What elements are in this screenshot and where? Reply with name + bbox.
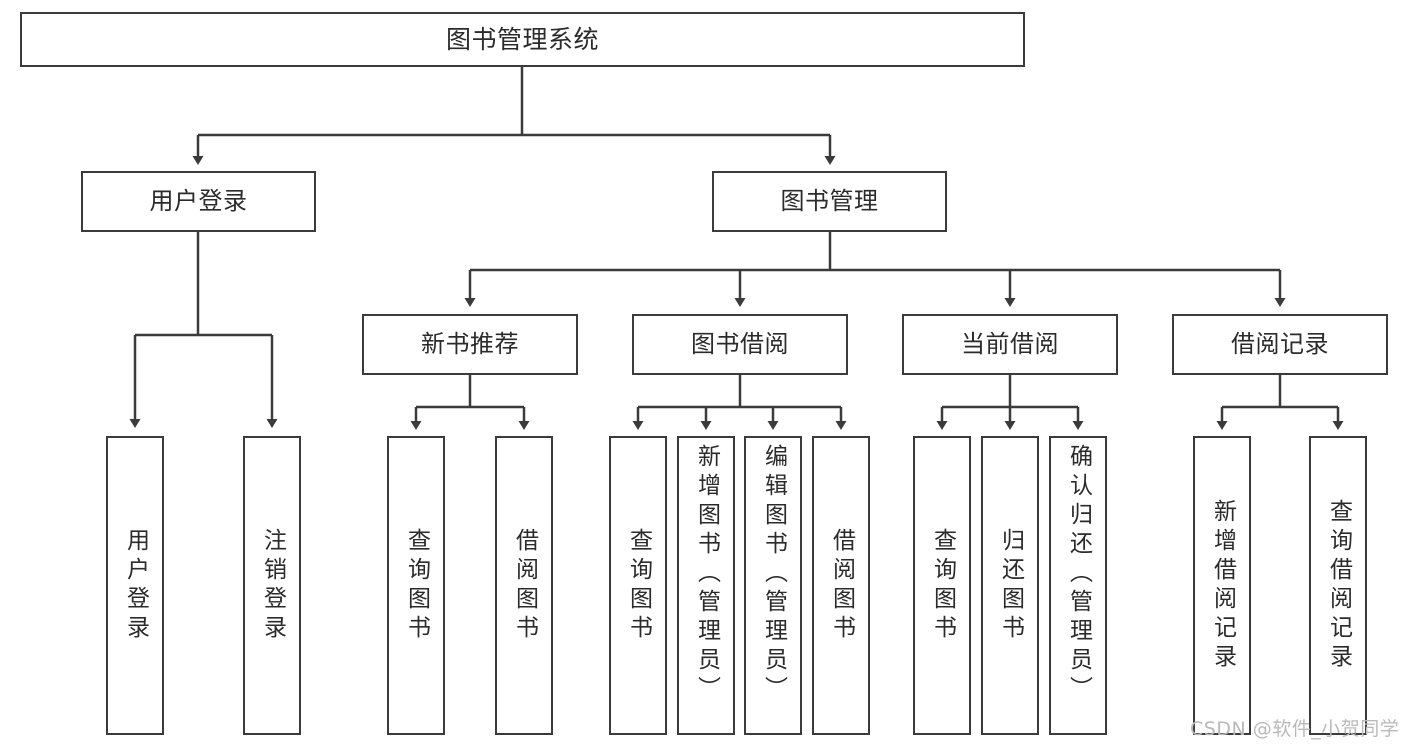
leaf-borrow-add-book[interactable]: 新增图书（管理员） <box>677 436 735 735</box>
leaf-current-return-book[interactable]: 归还图书 <box>981 436 1039 735</box>
leaf-user-login-login[interactable]: 用户登录 <box>106 436 164 735</box>
node-borrow-record[interactable]: 借阅记录 <box>1172 314 1388 375</box>
leaf-record-query[interactable]: 查询借阅记录 <box>1309 436 1367 735</box>
node-label: 查询图书 <box>929 527 956 644</box>
leaf-current-confirm-return[interactable]: 确认归还（管理员） <box>1049 436 1107 735</box>
node-label: 图书借阅 <box>691 330 789 359</box>
leaf-record-add[interactable]: 新增借阅记录 <box>1193 436 1251 735</box>
node-label: 新书推荐 <box>421 330 519 359</box>
node-label: 新增图书（管理员） <box>693 444 720 705</box>
node-label: 借阅图书 <box>828 527 855 644</box>
leaf-borrow-edit-book[interactable]: 编辑图书（管理员） <box>744 436 802 735</box>
node-label: 确认归还（管理员） <box>1065 444 1092 705</box>
csdn-watermark: CSDN @软件_小贺同学 <box>1190 718 1400 740</box>
node-label: 查询图书 <box>625 527 652 644</box>
node-user-login[interactable]: 用户登录 <box>81 171 316 232</box>
node-book-borrow[interactable]: 图书借阅 <box>632 314 848 375</box>
node-label: 借阅图书 <box>511 527 538 644</box>
leaf-borrow-borrow-book[interactable]: 借阅图书 <box>812 436 870 735</box>
node-label: 用户登录 <box>149 187 248 216</box>
node-new-book-recommend[interactable]: 新书推荐 <box>362 314 578 375</box>
node-label: 编辑图书（管理员） <box>760 444 787 705</box>
node-label: 查询图书 <box>403 527 430 644</box>
leaf-current-query-book[interactable]: 查询图书 <box>913 436 971 735</box>
node-root-system[interactable]: 图书管理系统 <box>20 12 1025 67</box>
node-label: 归还图书 <box>997 527 1024 644</box>
node-label: 查询借阅记录 <box>1325 498 1352 673</box>
leaf-new-book-borrow[interactable]: 借阅图书 <box>495 436 553 735</box>
node-label: 图书管理系统 <box>445 24 599 54</box>
node-label: 图书管理 <box>780 187 879 216</box>
node-label: 用户登录 <box>122 527 149 644</box>
node-book-management[interactable]: 图书管理 <box>712 171 947 232</box>
node-label: 注销登录 <box>259 527 286 644</box>
node-label: 新增借阅记录 <box>1209 498 1236 673</box>
leaf-new-book-query[interactable]: 查询图书 <box>387 436 445 735</box>
node-label: 当前借阅 <box>961 330 1059 359</box>
node-label: 借阅记录 <box>1231 330 1329 359</box>
node-current-borrow[interactable]: 当前借阅 <box>902 314 1118 375</box>
leaf-borrow-query-book[interactable]: 查询图书 <box>609 436 667 735</box>
leaf-user-login-logout[interactable]: 注销登录 <box>243 436 301 735</box>
